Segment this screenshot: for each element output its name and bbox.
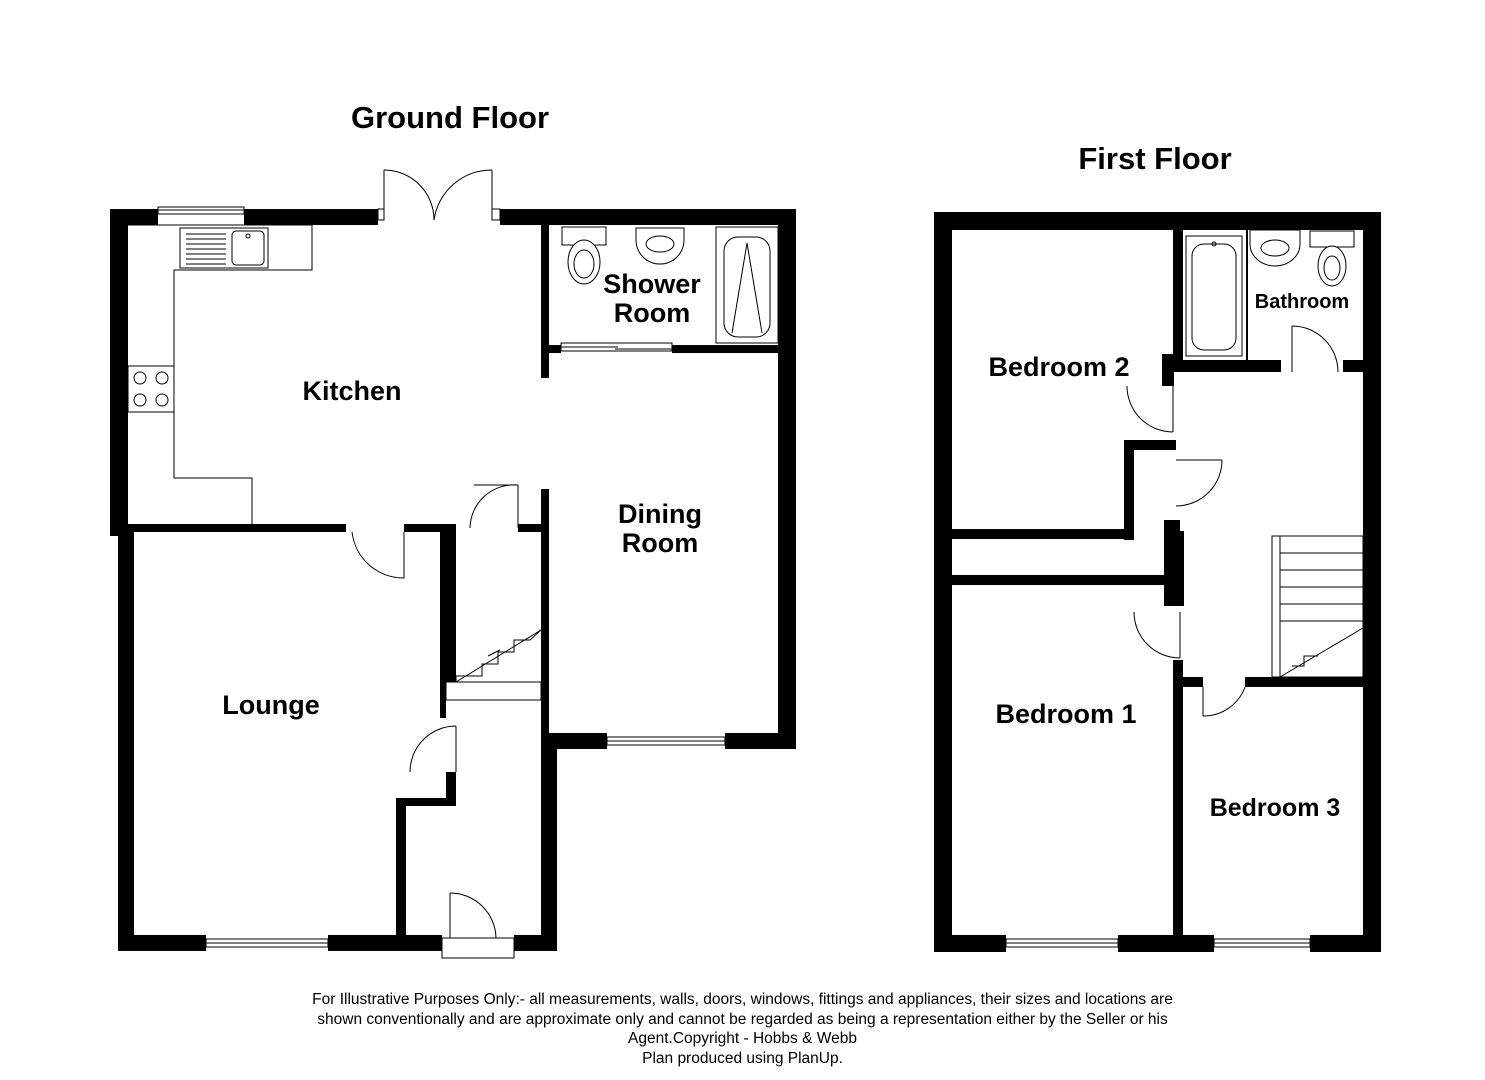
ground-floor-windows bbox=[157, 206, 726, 948]
first-floor-doors bbox=[1126, 325, 1339, 717]
disclaimer-text: For Illustrative Purposes Only:- all mea… bbox=[0, 990, 1485, 1068]
disclaimer-line-2: shown conventionally and are approximate… bbox=[317, 1010, 1168, 1028]
shower-room-label-line2: Room bbox=[614, 298, 691, 328]
floor-plan-drawing: Ground Floor bbox=[110, 100, 1381, 959]
disclaimer-line-3: Agent.Copyright - Hobbs & Webb bbox=[628, 1030, 857, 1047]
bedroom-1-label: Bedroom 1 bbox=[995, 699, 1136, 729]
kitchen-fittings bbox=[127, 224, 313, 524]
first-floor-stairs bbox=[1271, 535, 1364, 678]
ground-floor-doors bbox=[351, 169, 673, 959]
bedroom-3-label: Bedroom 3 bbox=[1210, 794, 1341, 822]
first-floor-plan: First Floor bbox=[934, 141, 1381, 952]
first-floor-walls bbox=[934, 212, 1381, 952]
ground-floor-plan: Ground Floor bbox=[110, 100, 796, 959]
bedroom-2-label: Bedroom 2 bbox=[988, 352, 1129, 382]
ground-floor-title: Ground Floor bbox=[351, 100, 549, 135]
ground-floor-walls bbox=[110, 209, 796, 951]
ground-floor-stairs bbox=[445, 629, 542, 701]
shower-room-label-line1: Shower bbox=[603, 269, 701, 299]
shower-room-fittings bbox=[561, 226, 779, 344]
lounge-label: Lounge bbox=[222, 690, 319, 720]
first-floor-title: First Floor bbox=[1078, 141, 1231, 176]
bathroom-fittings bbox=[1185, 229, 1355, 357]
dining-room-label-line2: Room bbox=[622, 528, 699, 558]
bathroom-label: Bathroom bbox=[1255, 291, 1349, 313]
disclaimer-line-1: For Illustrative Purposes Only:- all mea… bbox=[312, 991, 1173, 1008]
first-floor-windows bbox=[1005, 938, 1311, 948]
dining-room-label-line1: Dining bbox=[618, 499, 702, 529]
disclaimer-line-4: Plan produced using PlanUp. bbox=[642, 1049, 843, 1067]
kitchen-label: Kitchen bbox=[302, 376, 401, 406]
